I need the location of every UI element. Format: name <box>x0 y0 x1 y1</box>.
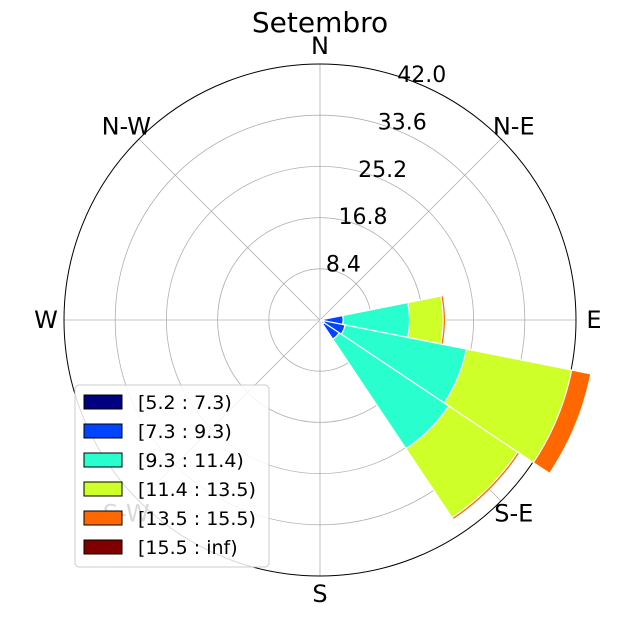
bar-90-bin-4 <box>407 295 444 345</box>
radial-tick-label: 33.6 <box>378 111 427 136</box>
direction-label-s: S <box>312 580 327 608</box>
direction-label-e: E <box>586 306 601 334</box>
legend-label-4: [11.4 : 13.5) <box>138 479 256 501</box>
radial-tick-label: 8.4 <box>326 252 361 277</box>
legend-label-3: [9.3 : 11.4) <box>138 450 244 472</box>
legend-label-1: [5.2 : 7.3) <box>138 392 232 414</box>
legend-swatch-3 <box>83 452 123 468</box>
legend: [5.2 : 7.3) [7.3 : 9.3) [9.3 : 11.4) [11.4 … <box>74 384 270 568</box>
legend-swatch-2 <box>83 423 123 439</box>
radial-tick-label: 42.0 <box>397 63 446 88</box>
outer-ring <box>63 63 577 577</box>
legend-swatch-4 <box>83 481 123 497</box>
direction-label-n: N <box>311 32 329 60</box>
chart-title: Setembro <box>252 6 388 39</box>
radial-tick-labels: 8.4 16.8 25.2 33.6 42.0 <box>326 63 446 277</box>
legend-label-5: [13.5 : 15.5) <box>138 508 256 530</box>
radial-tick-label: 25.2 <box>358 158 407 183</box>
grid-ring <box>114 114 526 526</box>
legend-label-6: [15.5 : inf) <box>138 537 238 559</box>
legend-label-2: [7.3 : 9.3) <box>138 421 232 443</box>
spoke-n-e <box>319 138 502 321</box>
legend-swatch-6 <box>83 539 123 555</box>
direction-label-s-e: S-E <box>494 500 533 528</box>
direction-label-n-w: N-W <box>102 112 151 140</box>
spoke-n-w <box>138 138 321 321</box>
legend-box <box>74 384 270 568</box>
direction-label-w: W <box>34 306 58 334</box>
wind-bars <box>319 294 592 521</box>
direction-label-n-e: N-E <box>493 112 535 140</box>
legend-swatch-5 <box>83 510 123 526</box>
legend-swatch-1 <box>83 394 123 410</box>
bar-135-bin-5 <box>451 451 521 521</box>
grid-ring <box>165 165 475 475</box>
radial-tick-label: 16.8 <box>339 205 388 230</box>
bar-113-bin-5 <box>532 369 592 475</box>
